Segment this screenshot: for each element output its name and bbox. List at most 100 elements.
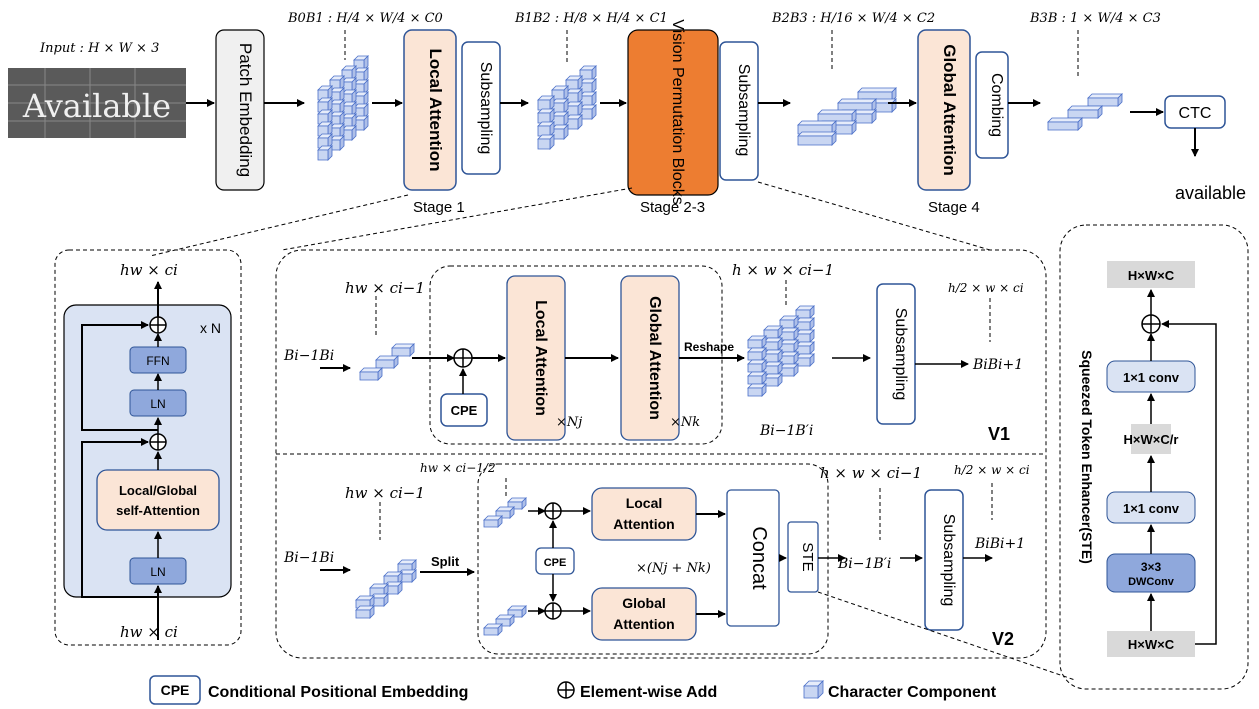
cube-facet xyxy=(359,371,379,381)
self-attention-label-2: self-Attention xyxy=(116,503,200,518)
ste-conv2-label: 1×1 conv xyxy=(1123,501,1180,516)
global-attention-label: Global Attention xyxy=(940,44,959,176)
cube-facet xyxy=(797,120,837,126)
v2-out-label: BiBi+1 xyxy=(974,536,1025,552)
cube-facet xyxy=(483,627,499,636)
v2-global-attention-l2: Attention xyxy=(613,616,674,632)
v2-block-frame xyxy=(477,463,829,655)
v1-local-attention-label: Local Attention xyxy=(532,300,549,416)
v1-mid-label: Bi−1B′i xyxy=(759,423,813,439)
cube-facet xyxy=(763,377,779,387)
v1-in-label: Bi−1Bi xyxy=(283,348,334,364)
legend-cube-icon xyxy=(803,680,824,699)
v2-ste-box xyxy=(787,521,819,593)
cube-facet xyxy=(537,99,551,111)
subsampling-box-1 xyxy=(461,41,501,175)
stage23-label: Stage 2-3 xyxy=(640,199,705,216)
feature-cubes-1 xyxy=(317,55,369,161)
legend-cpe-box xyxy=(149,675,201,705)
v2-global-attention-l1: Global xyxy=(622,595,666,611)
v2-in-label: Bi−1Bi xyxy=(283,550,334,566)
cube-facet xyxy=(1067,109,1099,119)
cube-facet xyxy=(747,351,763,361)
legend-cpe-desc: Conditional Positional Embedding xyxy=(208,684,468,701)
v1-reshape-label: Reshape xyxy=(684,340,734,354)
dim1-label: B1B2 : H/8 × H/4 × C1 xyxy=(514,11,668,26)
v2-mid-label: Bi−1B′i xyxy=(837,556,891,572)
ln-label-top: LN xyxy=(150,397,165,411)
v2-in-dim: hw × ci−1 xyxy=(345,484,425,502)
v1-in-dim: hw × ci−1 xyxy=(345,279,425,297)
legend-cpe-label: CPE xyxy=(161,682,190,698)
block-out-dim: hw × ci xyxy=(120,261,178,279)
v1-out-label: BiBi+1 xyxy=(972,357,1023,373)
v2-cpe-box xyxy=(535,547,575,575)
ste-top-label: H×W×C xyxy=(1128,268,1175,283)
cube-facet xyxy=(1067,105,1103,111)
vision-permutation-label: Vision Permutation Blocks xyxy=(669,19,686,205)
self-attention-label-1: Local/Global xyxy=(119,483,197,498)
feature-cubes-2 xyxy=(537,65,597,150)
block-in-dim: hw × ci xyxy=(120,623,178,641)
cube-facet xyxy=(857,87,897,93)
v2-subsampling-box xyxy=(924,489,964,631)
combing-label: Combing xyxy=(988,73,1005,137)
v2-concat-label: Concat xyxy=(748,526,770,590)
stage1-label: Stage 1 xyxy=(413,199,465,216)
cube-facet xyxy=(747,363,763,373)
v2-input-cubes xyxy=(355,559,417,619)
cube-facet xyxy=(797,131,837,137)
v2-tag: V2 xyxy=(992,629,1014,649)
cube-facet xyxy=(537,125,551,137)
v1-out-dim: h/2 × w × ci xyxy=(948,281,1024,295)
cube-facet xyxy=(817,109,857,115)
v2-split-dim: hw × ci−1/2 xyxy=(420,461,496,475)
cube-facet xyxy=(391,347,411,357)
cube-facet xyxy=(1087,93,1123,99)
v1-input-cubes xyxy=(359,343,415,381)
cube-facet xyxy=(355,609,371,619)
v2-lower-cubes xyxy=(483,605,527,636)
v1-cpe-box xyxy=(440,393,488,427)
v2-cpe-label: CPE xyxy=(544,557,567,569)
cube-facet xyxy=(537,138,551,150)
v2-local-attention-l2: Attention xyxy=(613,516,674,532)
cube-facet xyxy=(375,359,395,369)
stage4-label: Stage 4 xyxy=(928,199,980,216)
ctc-label: CTC xyxy=(1179,105,1212,122)
cube-facet xyxy=(779,367,795,377)
ste-dwconv-l1: 3×3 xyxy=(1141,560,1162,574)
v2-upper-cubes xyxy=(483,497,527,528)
cube-facet xyxy=(317,149,329,161)
ste-conv1-label: 1×1 conv xyxy=(1123,370,1180,385)
v1-subsampling-label: Subsampling xyxy=(892,308,909,401)
feature-cubes-4 xyxy=(1047,93,1123,131)
ln-label-bottom: LN xyxy=(150,565,165,579)
cube-facet xyxy=(747,339,763,349)
input-image: Available xyxy=(8,68,186,138)
v1-nk: ×Nk xyxy=(670,415,700,430)
ste-mid-box xyxy=(1131,424,1171,454)
cube-facet xyxy=(797,135,833,146)
legend-add-desc: Element-wise Add xyxy=(580,684,717,701)
v1-subsampling-box xyxy=(876,283,916,425)
cube-facet xyxy=(483,519,499,528)
dim2-label: B2B3 : H/16 × W/4 × C2 xyxy=(771,11,935,26)
cube-facet xyxy=(1087,97,1119,107)
cube-facet xyxy=(537,112,551,124)
ste-top-box xyxy=(1107,261,1195,288)
encoder-block-frame xyxy=(54,249,242,646)
ste-bottom-label: H×W×C xyxy=(1128,637,1175,652)
v2-local-attention-l1: Local xyxy=(626,495,663,511)
ste-mid-label: H×W×C/r xyxy=(1124,432,1179,447)
vision-permutation-box xyxy=(627,29,719,196)
global-attention-box xyxy=(917,29,971,191)
v2-ste-label: STE xyxy=(799,542,816,571)
combing-box xyxy=(975,51,1009,159)
subsampling-label-2: Subsampling xyxy=(735,64,752,157)
v1-tag: V1 xyxy=(988,424,1010,444)
v2-out-dim: h/2 × w × ci xyxy=(954,463,1030,477)
dim0-label: B0B1 : H/4 × W/4 × C0 xyxy=(287,11,443,26)
legend-char-desc: Character Component xyxy=(828,684,997,701)
